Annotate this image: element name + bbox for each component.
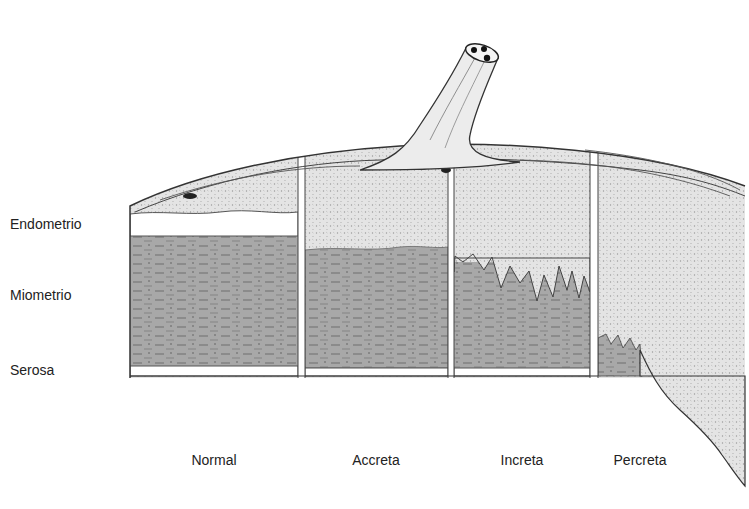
placental-invasion [454,254,590,301]
serosa-layer [454,368,590,376]
umbilical-cord [360,48,520,170]
block-outline [130,144,745,378]
panel-divider [298,140,305,380]
serosa-layer [305,368,448,376]
myometrium-layer [305,246,448,368]
vessel-blob [183,193,197,199]
panel-label: Percreta [614,451,667,469]
endometrium-layer [130,211,298,236]
cord-fold [445,60,485,148]
panel-label: Accreta [352,451,399,469]
panel-label: Normal [191,451,236,469]
block-bottom [130,375,598,376]
layer-label: Endometrio [10,215,82,233]
cord-vessel [484,55,490,61]
layer-label: Miometrio [10,286,71,304]
cord-vessel [471,47,477,53]
chorionic-vessel [585,150,740,190]
layer-label: Serosa [10,361,54,379]
panel-divider [448,140,454,380]
serosa-layer [130,366,298,376]
panel-label: Increta [501,451,544,469]
cord-section [463,40,500,66]
chorionic-vessel [160,166,360,200]
myometrium-remnant [598,334,642,376]
panel-divider [590,140,598,380]
cord-vessel [481,46,487,52]
myometrium-layer [130,236,298,366]
chorionic-vessel [520,160,730,196]
